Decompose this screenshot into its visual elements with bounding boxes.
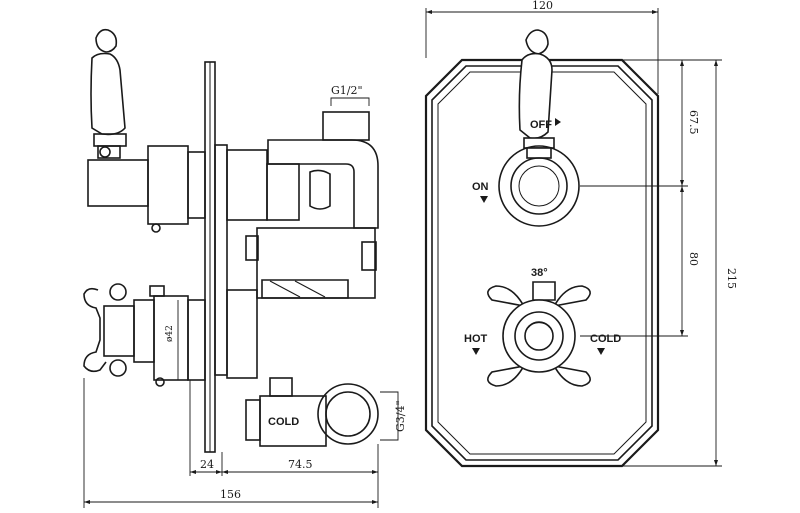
elbow-base: [266, 163, 300, 221]
upper-shroud-screw: [151, 223, 161, 233]
cold-inlet-top: [269, 377, 293, 397]
body-depth-label: 74.5: [288, 458, 313, 471]
arrow-down-icon: [472, 348, 480, 355]
height-label: 215: [725, 268, 738, 289]
lever-front-stem: [526, 147, 552, 159]
hot-label: HOT: [464, 333, 488, 345]
g12-label: G1/2": [331, 84, 363, 97]
cross-knob-top: [109, 283, 127, 301]
lever-stem: [97, 145, 121, 159]
lower-bezel: [187, 299, 206, 381]
overall-depth-label: 156: [220, 488, 241, 501]
lever-handle-front: [518, 29, 555, 159]
plate-depth-label: 24: [200, 458, 214, 471]
lever-front-grip: [518, 52, 553, 140]
body-lower-block: [226, 289, 258, 379]
upper-spacing-label: 67.5: [687, 110, 700, 135]
body-slot: [261, 279, 349, 299]
cross-front-arm-tr: [552, 285, 591, 308]
plate-flange: [214, 144, 228, 376]
body-slot-hatch-2: [294, 280, 326, 298]
cross-handle-front: [487, 281, 591, 387]
cross-front-arm-br: [552, 364, 591, 387]
upper-shroud: [147, 145, 189, 225]
front-view: OFF ON 38° HOT COLD 120: [424, 0, 738, 468]
diameter-label: ø42: [165, 325, 175, 342]
temperature-label: 38°: [531, 267, 548, 279]
side-view: ø42 G1/2" COLD G3/4": [83, 28, 407, 508]
cold-inlet-port: [245, 399, 261, 441]
cross-knob-bottom: [109, 359, 127, 377]
cross-handle-arm: [83, 287, 107, 373]
lever-collar: [93, 133, 127, 147]
upper-spindle: [87, 159, 149, 207]
lever-grip: [90, 52, 126, 136]
main-body: [256, 227, 376, 299]
lever-handle-side: [90, 28, 127, 159]
front-plate-bevel: [431, 65, 653, 461]
diverter-ring-inner: [510, 157, 568, 215]
g12-dim-bracket: [330, 97, 370, 106]
lower-top-tab: [149, 285, 165, 297]
top-outlet-stub: [322, 111, 370, 141]
cross-front-dial-arc: [527, 322, 551, 329]
lower-shroud-screw: [155, 377, 165, 387]
cold-inlet-label: COLD: [268, 416, 299, 428]
cross-collar: [133, 299, 155, 363]
cross-front-top-tab: [532, 281, 556, 301]
on-label: ON: [472, 181, 489, 193]
upper-bezel: [187, 151, 206, 219]
lever-screw: [99, 146, 111, 158]
elbow-cutaway: [309, 169, 331, 210]
lever-knob: [95, 28, 118, 53]
cross-front-dial: [524, 321, 554, 351]
diverter-ring-core: [518, 165, 560, 207]
body-upper-block: [226, 149, 268, 221]
outlet-ring-inner: [325, 391, 371, 437]
arrow-down-icon: [480, 196, 488, 203]
cold-label: COLD: [590, 333, 621, 345]
valve-spacing-label: 80: [687, 252, 700, 266]
cross-hub: [103, 305, 135, 357]
front-plate-inner: [437, 71, 647, 455]
body-right-tab: [361, 241, 377, 271]
arrow-right-icon: [555, 118, 561, 126]
body-side-port: [245, 235, 259, 261]
cross-front-arm-bl: [487, 364, 526, 387]
width-label: 120: [532, 0, 553, 12]
cross-front-hub-mid: [514, 311, 564, 361]
lever-front-knob: [525, 29, 549, 55]
body-slot-hatch-1: [269, 280, 301, 298]
arrow-down-icon: [597, 348, 605, 355]
off-label: OFF: [530, 119, 552, 131]
g34-label: G3/4": [394, 400, 407, 432]
diverter-ring-outer: [498, 145, 580, 227]
cross-handle-side: [83, 283, 155, 377]
g34-dim-bracket: [380, 391, 399, 441]
outlet-elbow: [267, 139, 379, 229]
cross-front-arm-tl: [487, 285, 526, 308]
outlet-ring-outer: [317, 383, 379, 445]
